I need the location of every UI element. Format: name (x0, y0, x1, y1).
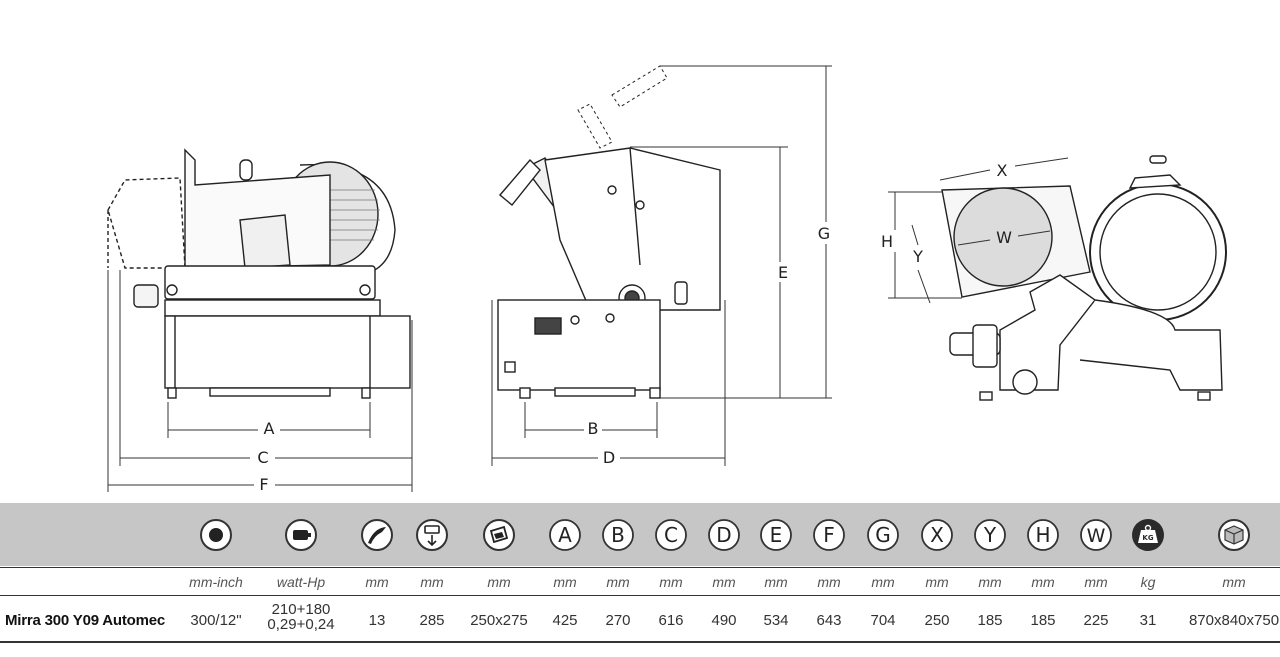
unit-a: mm (553, 574, 577, 590)
letter-b-icon: B (601, 518, 635, 552)
value-power: 210+180 0,29+0,24 (267, 602, 334, 632)
dim-label-y: Y (912, 247, 923, 266)
value-f: 643 (816, 612, 842, 629)
value-weight: 31 (1139, 612, 1157, 629)
dim-label-c: C (257, 448, 268, 467)
dim-label-d: D (603, 448, 615, 467)
model-name: Mirra 300 Y09 Automec (5, 612, 166, 629)
value-x: 250 (924, 612, 950, 629)
dim-label-a: A (264, 419, 275, 438)
dim-label-f: F (259, 475, 268, 494)
unit-h: mm (1031, 574, 1055, 590)
letter-h-icon: H (1026, 518, 1060, 552)
table-rule-middle (0, 595, 1280, 596)
value-stroke: 285 (419, 612, 445, 629)
svg-text:F: F (823, 523, 835, 547)
unit-c: mm (659, 574, 683, 590)
carriage-stroke-icon (415, 518, 449, 552)
value-blade: 300/12" (190, 612, 242, 629)
technical-drawing: A C F B D E G X H Y W (107, 65, 1227, 494)
letter-f-icon: F (812, 518, 846, 552)
value-g: 704 (870, 612, 896, 629)
table-rule-top (0, 567, 1280, 568)
value-thickness: 13 (368, 612, 386, 629)
blade-diameter-icon (199, 518, 233, 552)
cut-thickness-icon (360, 518, 394, 552)
svg-text:A: A (558, 523, 572, 547)
svg-text:Y: Y (983, 523, 997, 547)
cutting-area-icon (482, 518, 516, 552)
dim-label-g: G (818, 224, 830, 243)
unit-d: mm (712, 574, 736, 590)
dim-label-e: E (778, 263, 788, 282)
blade-view-machine (941, 155, 1227, 401)
unit-w: mm (1084, 574, 1108, 590)
letter-d-icon: D (707, 518, 741, 552)
svg-text:D: D (716, 523, 731, 547)
svg-text:C: C (664, 523, 678, 547)
blade-view-dimensions (888, 157, 1069, 304)
dim-label-b: B (588, 419, 599, 438)
value-a: 425 (552, 612, 578, 629)
front-view-machine (107, 148, 411, 399)
unit-b: mm (606, 574, 630, 590)
svg-text:E: E (770, 523, 783, 547)
value-power-line1: 210+180 (271, 601, 331, 618)
unit-e: mm (764, 574, 788, 590)
svg-text:G: G (875, 523, 891, 547)
svg-text:X: X (930, 523, 944, 547)
letter-g-icon: G (866, 518, 900, 552)
unit-g: mm (871, 574, 895, 590)
front-view-dimensions (107, 270, 413, 492)
unit-weight: kg (1140, 574, 1156, 590)
unit-thickness: mm (365, 574, 389, 590)
value-package: 870x840x750 (1188, 612, 1280, 629)
table-rule-bottom (0, 641, 1280, 643)
motor-icon (284, 518, 318, 552)
unit-power: watt-Hp (276, 574, 326, 590)
letter-c-icon: C (654, 518, 688, 552)
package-icon (1217, 518, 1251, 552)
value-c: 616 (658, 612, 684, 629)
unit-f: mm (817, 574, 841, 590)
dim-label-h: H (881, 232, 893, 251)
dim-label-x: X (997, 161, 1008, 180)
value-d: 490 (711, 612, 737, 629)
unit-cut-area: mm (487, 574, 511, 590)
svg-text:KG: KG (1142, 534, 1153, 542)
value-b: 270 (605, 612, 631, 629)
value-e: 534 (763, 612, 789, 629)
unit-package: mm (1222, 574, 1246, 590)
unit-blade: mm-inch (189, 574, 243, 590)
weight-icon: KG (1131, 518, 1165, 552)
value-w: 225 (1083, 612, 1109, 629)
letter-w-icon: W (1079, 518, 1113, 552)
side-view-dimensions (491, 65, 832, 466)
svg-text:W: W (1087, 525, 1106, 547)
letter-a-icon: A (548, 518, 582, 552)
svg-text:H: H (1035, 523, 1050, 547)
unit-stroke: mm (420, 574, 444, 590)
letter-x-icon: X (920, 518, 954, 552)
unit-y: mm (978, 574, 1002, 590)
letter-e-icon: E (759, 518, 793, 552)
unit-x: mm (925, 574, 949, 590)
letter-y-icon: Y (973, 518, 1007, 552)
value-h: 185 (1030, 612, 1056, 629)
side-view-machine (497, 65, 721, 399)
value-y: 185 (977, 612, 1003, 629)
dim-label-w: W (996, 228, 1012, 247)
value-cut-area: 250x275 (470, 612, 528, 629)
value-power-line2: 0,29+0,24 (267, 616, 335, 633)
svg-text:B: B (611, 523, 625, 547)
dimension-labels: A C F B D E G X H Y W (257, 161, 1012, 494)
